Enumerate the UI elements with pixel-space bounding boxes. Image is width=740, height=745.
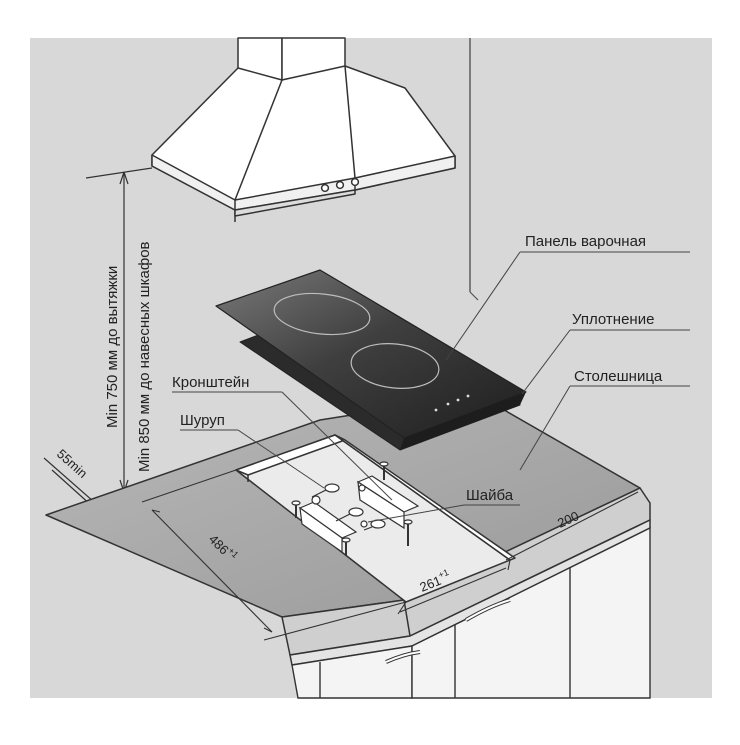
control-dot-icon bbox=[434, 408, 438, 412]
hood-height-label-2: Min 850 мм до навесных шкафов bbox=[136, 241, 153, 472]
vertical-screw-icon bbox=[403, 519, 413, 546]
vertical-screw-icon bbox=[379, 461, 389, 480]
panel-label: Панель варочная bbox=[525, 233, 646, 250]
leader-lines bbox=[172, 251, 690, 523]
cooking-zone-icon bbox=[350, 343, 440, 389]
screw-icon bbox=[335, 507, 364, 522]
vertical-screw-icon bbox=[341, 537, 351, 556]
hob-panel bbox=[215, 269, 527, 451]
hood-knob-icon bbox=[335, 180, 345, 190]
screw-icon bbox=[311, 483, 340, 498]
countertop-label: Столешница bbox=[574, 368, 663, 385]
base-cabinet bbox=[291, 526, 651, 699]
washer-icon bbox=[358, 484, 366, 492]
cooking-zone-icon bbox=[273, 292, 371, 336]
hood-height-label-1: Min 750 мм до вытяжки bbox=[104, 266, 121, 428]
control-dot-icon bbox=[446, 402, 450, 406]
hood-knob-icon bbox=[320, 183, 330, 193]
hood-knob-icon bbox=[350, 177, 360, 187]
control-dot-icon bbox=[466, 394, 470, 398]
washer-label: Шайба bbox=[466, 487, 514, 504]
mounting-hardware bbox=[291, 461, 420, 556]
seal-label: Уплотнение bbox=[572, 311, 654, 328]
vertical-screw-icon bbox=[291, 500, 301, 518]
range-hood bbox=[151, 37, 456, 222]
screw-icon bbox=[311, 495, 321, 505]
control-dot-icon bbox=[456, 398, 460, 402]
washer-icon bbox=[360, 520, 368, 528]
cutout-dimensions bbox=[141, 469, 639, 641]
bracket-label: Кронштейн bbox=[172, 374, 249, 391]
hob-cutout bbox=[235, 434, 516, 603]
screw-label: Шуруп bbox=[180, 412, 225, 429]
